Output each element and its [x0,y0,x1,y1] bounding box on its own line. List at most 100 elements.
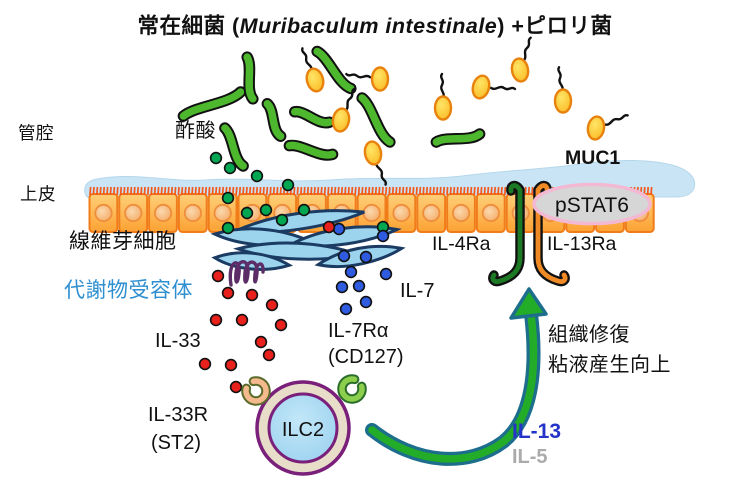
pstat6-ellipse [532,182,652,226]
muribaculum-bacterium-icon [219,122,249,172]
epithelial-cell-nucleus [422,203,441,223]
il13-label: IL-13 [512,420,561,443]
pylori-body [553,88,573,114]
ilc2-receptors [241,374,367,406]
il7-dot [332,222,346,236]
pylori-flagellum-icon [375,161,387,186]
il7-dot [352,279,366,293]
pylori-body [331,107,351,133]
il33-dot [235,313,249,327]
pylori-bacterium-icon [331,87,356,133]
pylori-bacterium-icon [301,47,325,93]
pylori-bacterium-icon [586,114,629,141]
pylori-flagellum-icon [345,72,372,79]
pylori-body [363,140,383,166]
il33-dot [265,298,279,312]
il33-dot [224,358,238,372]
il33-dot [221,286,235,300]
acetate-dot [221,191,235,205]
acetate-dot [250,169,264,183]
il33-dot [229,380,243,394]
outcome-label-line1: 組織修復 [548,323,630,346]
il7-receptor-icon [337,374,367,404]
il33-label: IL-33 [155,330,201,352]
pylori-flagellum-icon [439,72,445,100]
il4ra-receptor-icon [488,180,525,287]
il4ra-label: IL-4Ra [432,233,491,255]
lumen-label: 管腔 [18,123,54,143]
epithelial-cell-nucleus [124,203,143,223]
pylori-flagellum-icon [489,85,517,91]
il7-dot [379,267,393,281]
epithelium-label: 上皮 [20,184,56,204]
il13ra-label: IL-13Ra [547,233,617,255]
pylori-body [370,66,390,92]
il33-dot [322,220,336,234]
outcome-label-line2: 粘液産生向上 [548,353,671,376]
pylori-flagellum-icon [344,87,356,113]
il33-dot [262,348,276,362]
pylori-body [471,74,491,100]
il33-dot [211,269,225,283]
muribaculum-bacterium-icon [177,86,247,122]
ilc2-label: ILC2 [282,419,324,441]
pstat6-label: pSTAT6 [555,194,629,217]
epithelial-cell-nucleus [481,203,500,223]
pylori-body [433,95,453,121]
epithelial-cell-nucleus [392,203,411,223]
ilc2-cell [255,380,351,476]
il5-label: IL-5 [512,446,548,468]
acetate-dot [223,161,237,175]
pylori-bacterium-icon [433,72,453,121]
il7-dot [376,229,390,243]
muribaculum-bacterium-icon [288,106,336,129]
il33r-label-line2: (ST2) [151,432,201,454]
il7-dot [359,250,373,264]
epithelial-cell-nucleus [183,203,202,223]
muribaculum-bacterium-icon [241,51,259,105]
epithelial-cell-nucleus [213,203,232,223]
acetate-dot [275,213,289,227]
pylori-body [305,67,325,93]
diagram-title: 常在細菌 (Muribaculum intestinale) +ピロリ菌 [138,13,613,38]
metabolite-receptor-label: 代謝物受容体 [64,279,193,302]
epithelial-cell-nucleus [94,203,113,223]
il7-dot [359,295,373,309]
feedback-arrow [365,287,548,466]
bacteria-group [177,36,629,186]
muc1-label: MUC1 [565,147,620,169]
il7-label: IL-7 [400,280,434,302]
epithelial-cell-nucleus [362,203,381,223]
il33-dot [274,318,288,332]
pylori-bacterium-icon [345,66,390,92]
epithelial-cell-nucleus [154,203,173,223]
pylori-body [510,57,530,83]
pylori-bacterium-icon [363,140,387,186]
pylori-body [586,115,606,141]
acetate-label: 酢酸 [175,119,216,142]
pylori-flagellum-icon [604,114,629,126]
il7-dot [337,249,351,263]
il33-dot [209,313,223,327]
il33-dot [198,357,212,371]
pylori-bacterium-icon [553,66,573,114]
metabolite-receptor-icon [228,260,265,287]
il7r-label-line1: IL-7Rα [328,320,388,342]
muribaculum-bacterium-icon [430,128,486,148]
pylori-flagellum-icon [522,36,532,62]
muribaculum-bacterium-icon [356,92,396,148]
il33-receptor-icon [241,376,271,406]
acetate-dot [221,221,235,235]
pylori-flagellum-icon [301,47,313,72]
il33-dot [254,335,268,349]
il7-dot [344,265,358,279]
pylori-bacterium-icon [471,74,517,100]
pylori-bacterium-icon [510,36,532,83]
acetate-dot [240,206,254,220]
acetate-dot [209,151,223,165]
muribaculum-bacterium-icon [311,45,357,95]
acetate-dot [297,203,311,217]
il7-dot [339,302,353,316]
